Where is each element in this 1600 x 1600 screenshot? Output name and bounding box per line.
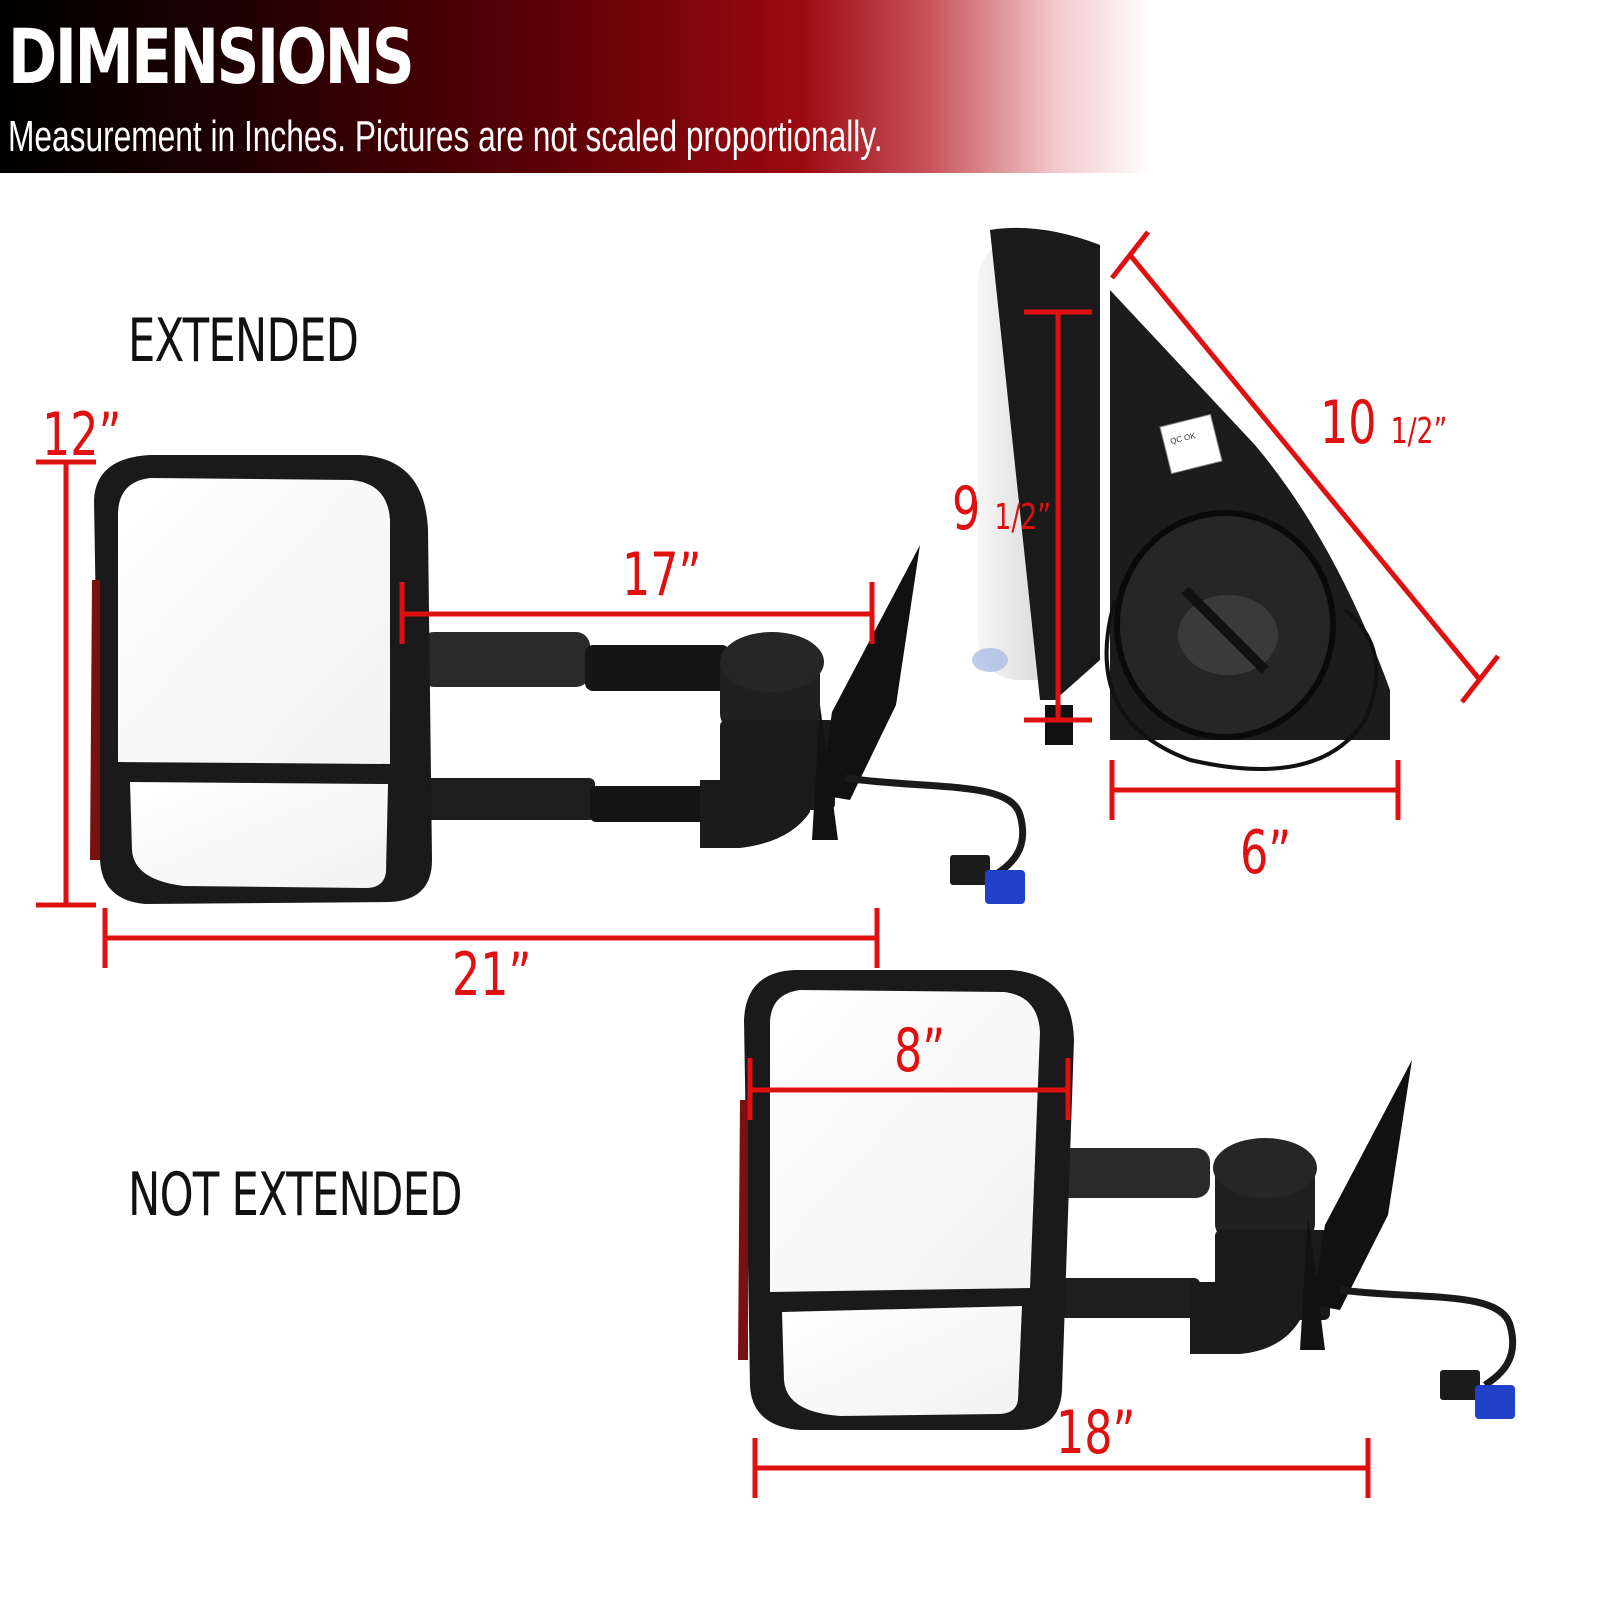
- glass-width-label: 8”: [894, 1016, 946, 1086]
- side-diagonal-label: 10 1/2”: [1320, 388, 1448, 458]
- extended-height-label: 12”: [42, 400, 122, 470]
- extended-width-label: 21”: [452, 940, 532, 1010]
- dimension-lines: [36, 230, 1500, 1498]
- extended-arm-label: 17”: [622, 540, 702, 610]
- connector-icon: [985, 870, 1025, 904]
- extended-mirror: [90, 455, 1027, 904]
- page-title: DIMENSIONS: [8, 12, 415, 101]
- extended-label: EXTENDED: [128, 306, 359, 376]
- side-base-label: 6”: [1240, 818, 1292, 888]
- not-extended-mirror: [738, 970, 1517, 1430]
- page-subtitle: Measurement in Inches. Pictures are not …: [8, 112, 883, 161]
- not-extended-label: NOT EXTENDED: [128, 1160, 462, 1230]
- side-height-label: 9 1/2”: [952, 474, 1052, 544]
- header-banner: DIMENSIONS Measurement in Inches. Pictur…: [0, 0, 1600, 173]
- connector-icon: [1475, 1385, 1515, 1419]
- not-extended-width-label: 18”: [1056, 1398, 1136, 1468]
- side-view-mirror: [972, 227, 1390, 771]
- turn-signal-icon: [90, 580, 100, 860]
